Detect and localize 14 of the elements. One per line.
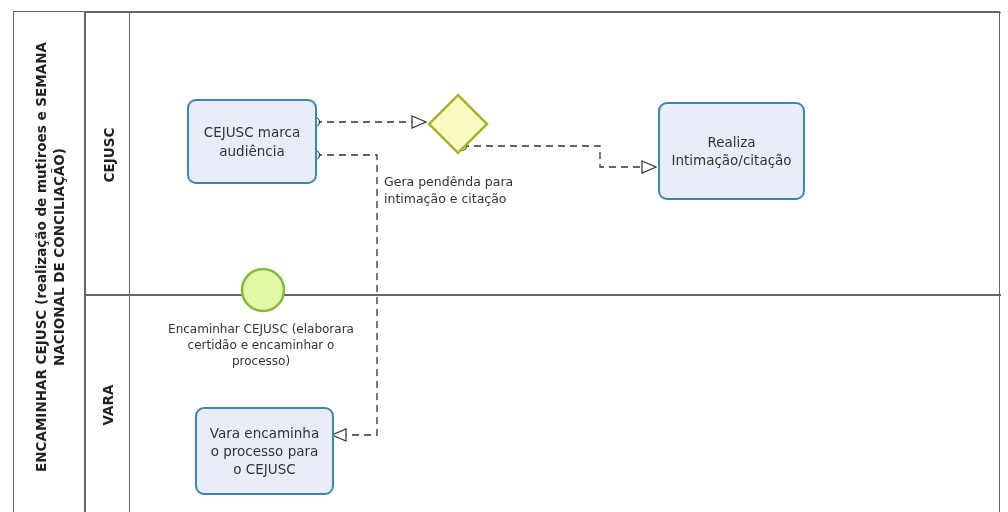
lane-title: CEJUSC xyxy=(98,126,118,184)
task-label: CEJUSC marca audiência xyxy=(202,123,302,160)
task-box xyxy=(187,99,317,184)
gateway-diamond xyxy=(428,94,488,154)
swimlane xyxy=(85,295,1001,512)
event-label: Encaminhar CEJUSC (elaborara certidão e encaminhar o processo) xyxy=(167,321,355,370)
pool xyxy=(13,11,1000,512)
task-label: Vara encaminha o processo para o CEJUSC xyxy=(209,423,320,479)
lane-title: VARA xyxy=(98,383,117,428)
task-box xyxy=(195,407,334,495)
pool-title: ENCAMINHAR CEJUSC (realização de mutiroes e SEMANA NACIONAL DE CONCILIAÇÃO) xyxy=(31,41,68,474)
task-box xyxy=(658,102,805,200)
task-label: Realiza Intimação/citação xyxy=(671,132,792,170)
swimlane xyxy=(85,12,1001,295)
